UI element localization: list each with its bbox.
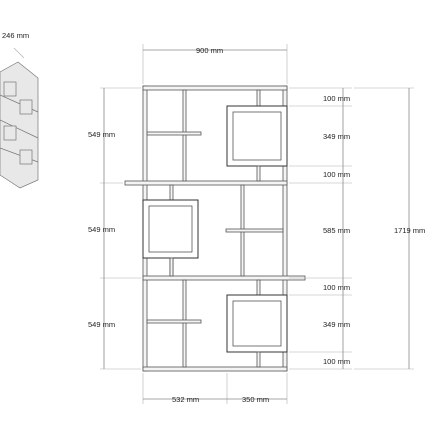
r1-cube-label: 349 mm	[323, 132, 350, 141]
isometric-thumbnail: 246 mm	[0, 31, 39, 189]
bottom-right-label: 350 mm	[242, 395, 269, 404]
r3-bottom-label: 100 mm	[323, 357, 350, 366]
section1-height-label: 549 mm	[88, 130, 115, 139]
cube-section-3	[226, 279, 288, 368]
depth-label: 246 mm	[2, 31, 29, 40]
height-total-label: 1719 mm	[394, 226, 425, 235]
cube-section-2	[142, 199, 199, 277]
cube-section-1	[226, 89, 288, 182]
r3-cube-label: 349 mm	[323, 320, 350, 329]
r1-bottom-label: 100 mm	[323, 170, 350, 179]
section2-height-label: 549 mm	[88, 225, 115, 234]
total-height-dimension: 1719 mm	[354, 87, 425, 370]
width-total-label: 900 mm	[196, 46, 223, 55]
r2-cube-label: 585 mm	[323, 226, 350, 235]
r1-top-label: 100 mm	[323, 94, 350, 103]
bottom-left-label: 532 mm	[172, 395, 199, 404]
section3-height-label: 549 mm	[88, 320, 115, 329]
right-inner-dimensions: 100 mm 349 mm 100 mm 585 mm 100 mm 349 m…	[289, 87, 352, 370]
width-dimension: 900 mm	[142, 44, 288, 84]
bottom-dimensions: 532 mm 350 mm	[142, 373, 288, 404]
left-height-dimensions: 549 mm 549 mm 549 mm	[88, 87, 141, 370]
r3-top-label: 100 mm	[323, 283, 350, 292]
